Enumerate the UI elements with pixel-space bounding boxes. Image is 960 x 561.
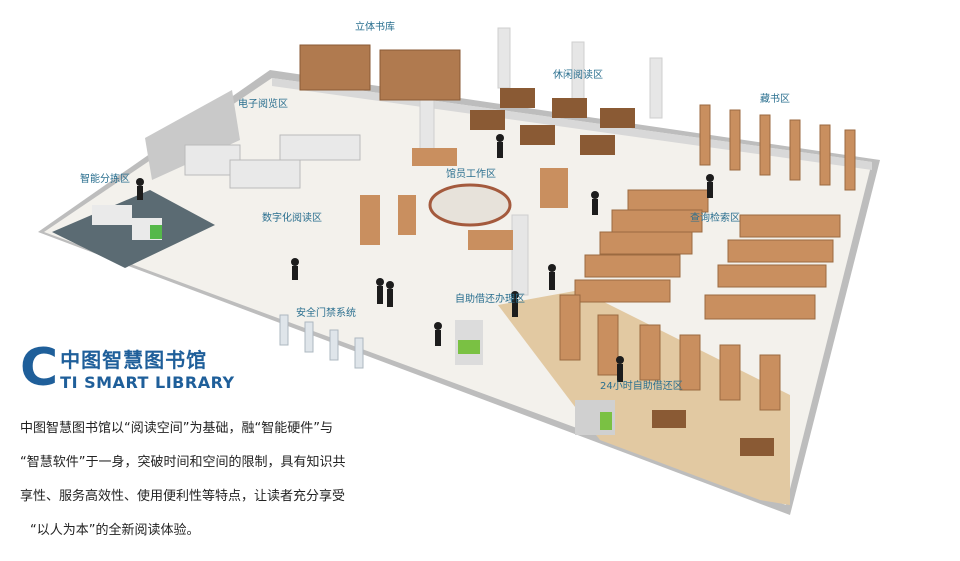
description: 中图智慧图书馆以“阅读空间”为基础，融“智能硬件”与 “智慧软件”于一身，突破时… xyxy=(20,418,420,554)
column xyxy=(511,214,529,296)
leisure-tables xyxy=(470,88,635,155)
ereading-wall xyxy=(145,90,240,180)
self-service-kiosks xyxy=(455,320,615,435)
allday-shelves xyxy=(559,294,781,411)
people xyxy=(136,134,714,382)
brand-letter: C xyxy=(20,338,59,398)
zone-label-search: 查询检索区 xyxy=(690,213,740,224)
column xyxy=(649,57,663,119)
description-line: “智慧软件”于一身，突破时间和空间的限制，具有知识共 xyxy=(20,455,346,470)
zone-label-archive: 藏书区 xyxy=(760,94,790,105)
zone-label-leisure: 休闲阅读区 xyxy=(553,70,603,81)
zone-label-allday: 24小时自助借还区 xyxy=(600,381,683,392)
zone-label-sorting: 智能分拣区 xyxy=(80,174,130,185)
description-line: 中图智慧图书馆以“阅读空间”为基础，融“智能硬件”与 xyxy=(20,421,333,436)
allday-tables xyxy=(652,410,774,456)
column xyxy=(497,27,511,89)
zone-label-librarian: 馆员工作区 xyxy=(446,169,496,180)
benches xyxy=(360,148,568,250)
brand-english-name: TI SMART LIBRARY xyxy=(60,373,235,392)
stacks-shelves xyxy=(299,44,461,101)
brand-logo: C 中图智慧图书馆 TI SMART LIBRARY xyxy=(20,342,235,394)
search-shelves xyxy=(574,189,841,320)
zone-label-stacks: 立体书库 xyxy=(355,22,395,33)
brand-chinese-name: 中图智慧图书馆 xyxy=(60,348,208,372)
description-line: “以人为本”的全新阅读体验。 xyxy=(30,523,200,538)
brand-text: 中图智慧图书馆 TI SMART LIBRARY xyxy=(60,344,234,392)
zone-label-selfservice: 自助借还办理区 xyxy=(455,294,525,305)
librarian-desk xyxy=(428,183,512,227)
ereading-desks xyxy=(184,134,361,189)
zone-label-security: 安全门禁系统 xyxy=(296,308,356,319)
security-gates xyxy=(279,314,364,369)
description-line: 享性、服务高效性、使用便利性等特点，让读者充分享受 xyxy=(20,489,346,504)
zone-label-digital: 数字化阅读区 xyxy=(262,213,322,224)
archive-shelves xyxy=(699,104,856,191)
zone-label-ereading: 电子阅览区 xyxy=(238,99,288,110)
sorting-machines xyxy=(92,205,162,240)
